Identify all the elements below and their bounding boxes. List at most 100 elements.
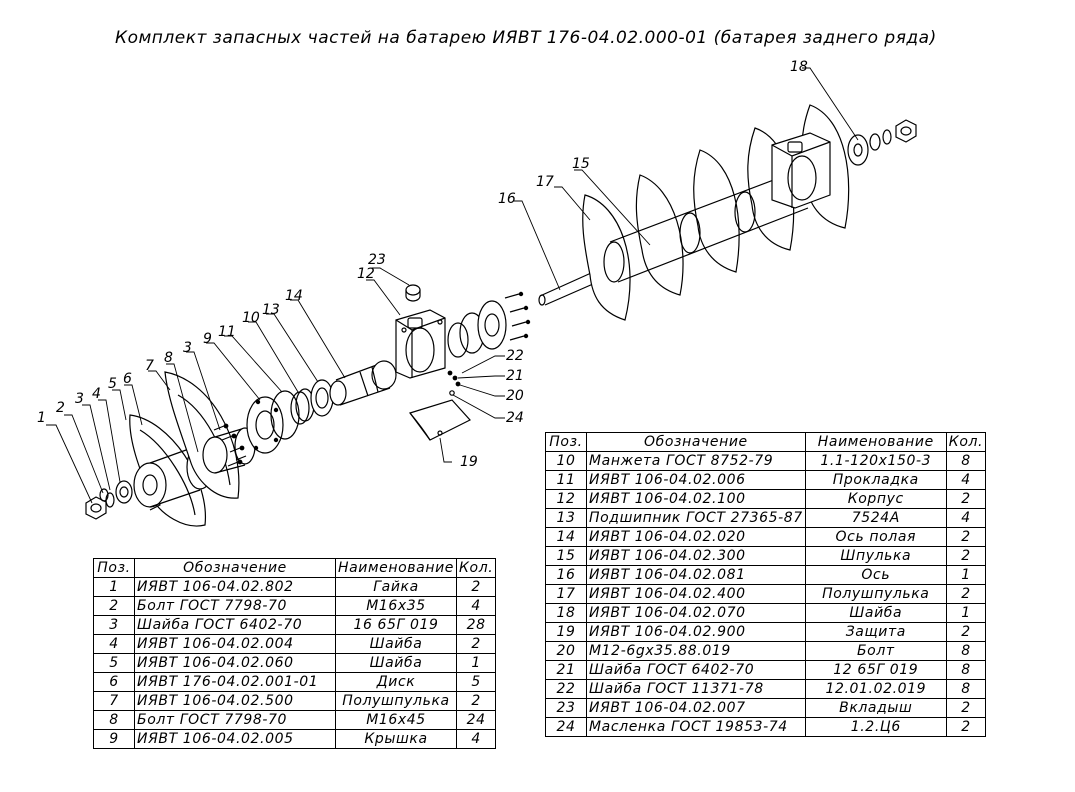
cell-qty: 2: [945, 622, 987, 642]
cell-designation: Шайба ГОСТ 6402-70: [586, 660, 806, 680]
cell-designation: ИЯВТ 106-04.02.020: [586, 527, 806, 547]
cell-pos: 9: [93, 729, 135, 749]
cell-name: Шпулька: [804, 546, 947, 566]
header-pos: Поз.: [93, 558, 135, 578]
header-pos: Поз.: [545, 432, 587, 452]
cell-qty: 4: [945, 508, 987, 528]
callout-24: 24: [506, 410, 524, 426]
cell-name: 16 65Г 019: [335, 615, 457, 635]
cell-pos: 21: [545, 660, 587, 680]
cell-qty: 2: [945, 584, 987, 604]
cell-qty: 24: [455, 710, 497, 730]
cell-designation: М12-6gх35.88.019: [586, 641, 806, 661]
cell-pos: 8: [93, 710, 135, 730]
cell-qty: 2: [945, 546, 987, 566]
callout-13: 13: [262, 302, 280, 318]
cell-pos: 1: [93, 577, 135, 597]
cell-qty: 2: [945, 717, 987, 737]
cell-name: 12.01.02.019: [804, 679, 947, 699]
cell-designation: ИЯВТ 106-04.02.006: [586, 470, 806, 490]
cell-qty: 8: [945, 641, 987, 661]
cell-qty: 4: [945, 470, 987, 490]
cell-pos: 15: [545, 546, 587, 566]
cell-designation: ИЯВТ 106-04.02.005: [134, 729, 336, 749]
cell-name: Шайба: [335, 634, 457, 654]
cell-qty: 5: [455, 672, 497, 692]
cell-qty: 2: [945, 489, 987, 509]
fasteners-right-of-housing: [447, 370, 461, 396]
cell-pos: 22: [545, 679, 587, 699]
callout-10: 10: [242, 310, 260, 326]
cell-name: Ось полая: [804, 527, 947, 547]
cell-name: 7524А: [804, 508, 947, 528]
cell-designation: Болт ГОСТ 7798-70: [134, 596, 336, 616]
callout-11: 11: [218, 324, 236, 340]
callout-18: 18: [790, 59, 808, 75]
cell-qty: 1: [455, 653, 497, 673]
cell-designation: ИЯВТ 106-04.02.060: [134, 653, 336, 673]
cell-name: Защита: [804, 622, 947, 642]
cell-name: Полушпулька: [804, 584, 947, 604]
nut-right: [895, 119, 917, 143]
callout-20: 20: [506, 388, 524, 404]
cell-qty: 2: [945, 698, 987, 718]
cell-designation: ИЯВТ 176-04.02.001-01: [134, 672, 336, 692]
callout-7: 7: [145, 358, 154, 374]
header-designation: Обозначение: [134, 558, 336, 578]
callout-5: 5: [108, 376, 117, 392]
table-header-row: Поз. Обозначение Наименование Кол.: [545, 432, 987, 452]
cell-pos: 19: [545, 622, 587, 642]
cell-pos: 14: [545, 527, 587, 547]
callout-8: 8: [164, 350, 173, 366]
washer-060-part: [115, 480, 133, 504]
cell-designation: ИЯВТ 106-04.02.300: [586, 546, 806, 566]
callout-21: 21: [506, 368, 524, 384]
cell-name: Гайка: [335, 577, 457, 597]
cell-designation: ИЯВТ 106-04.02.500: [134, 691, 336, 711]
callout-19: 19: [460, 454, 478, 470]
cell-name: 1.2.Ц6: [804, 717, 947, 737]
cell-name: М16х45: [335, 710, 457, 730]
leader-lines: [46, 67, 859, 504]
cell-pos: 10: [545, 451, 587, 471]
header-name: Наименование: [335, 558, 457, 578]
callout-23: 23: [368, 252, 386, 268]
cell-designation: Манжета ГОСТ 8752-79: [586, 451, 806, 471]
header-qty: Кол.: [945, 432, 987, 452]
cell-pos: 6: [93, 672, 135, 692]
cell-qty: 8: [945, 451, 987, 471]
cell-qty: 1: [945, 603, 987, 623]
cell-pos: 18: [545, 603, 587, 623]
callout-15: 15: [572, 156, 590, 172]
washer-070-part: [847, 129, 892, 166]
spool: [603, 169, 809, 283]
drawing-title: Комплект запасных частей на батарею ИЯВТ…: [115, 28, 937, 48]
callout-12: 12: [357, 266, 375, 282]
nut-part: [85, 496, 107, 520]
callout-6: 6: [123, 371, 132, 387]
cell-qty: 2: [945, 527, 987, 547]
cell-name: Корпус: [804, 489, 947, 509]
cell-qty: 2: [455, 577, 497, 597]
callout-2: 2: [56, 400, 65, 416]
disc-left: [129, 414, 206, 527]
cell-pos: 4: [93, 634, 135, 654]
